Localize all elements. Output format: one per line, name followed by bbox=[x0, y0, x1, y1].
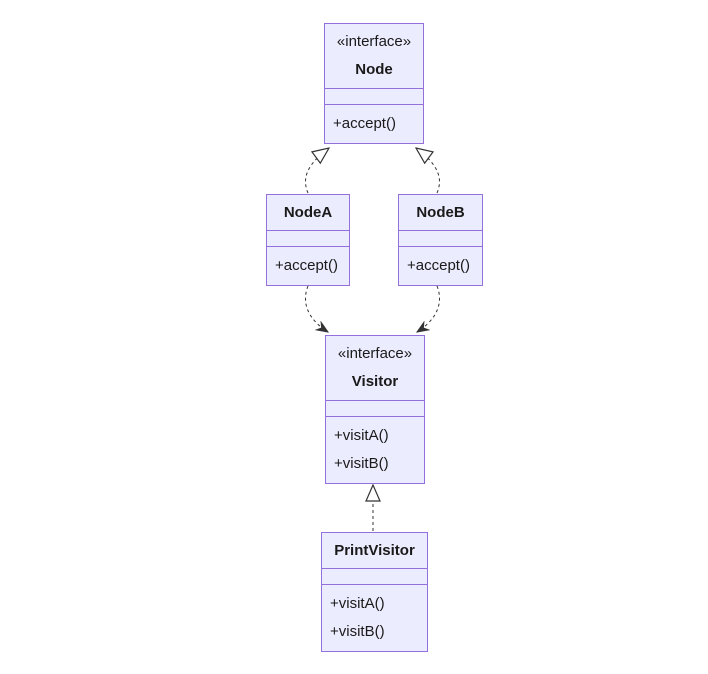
class-method: +visitA() bbox=[334, 427, 389, 444]
class-attributes bbox=[267, 230, 349, 246]
class-title: «interface» Visitor bbox=[326, 336, 424, 400]
class-title: PrintVisitor bbox=[322, 533, 427, 568]
class-name: PrintVisitor bbox=[334, 541, 415, 559]
class-methods: +accept() bbox=[399, 246, 482, 285]
class-title: NodeA bbox=[267, 195, 349, 230]
class-method: +accept() bbox=[333, 115, 396, 132]
realization-edge-nodea-node bbox=[305, 148, 329, 194]
class-title: «interface» Node bbox=[325, 24, 423, 88]
class-methods: +visitA() +visitB() bbox=[322, 584, 427, 651]
class-stereotype: «interface» bbox=[337, 345, 413, 362]
dependency-edge-nodeb-visitor bbox=[417, 285, 440, 332]
class-stereotype: «interface» bbox=[336, 33, 412, 50]
class-box-node: «interface» Node +accept() bbox=[324, 23, 424, 144]
class-name: NodeB bbox=[416, 203, 465, 221]
class-attributes bbox=[399, 230, 482, 246]
dependency-edge-nodea-visitor bbox=[305, 285, 328, 332]
class-method: +visitB() bbox=[334, 455, 389, 472]
class-method: +accept() bbox=[407, 257, 470, 274]
class-methods: +accept() bbox=[267, 246, 349, 285]
class-methods: +visitA() +visitB() bbox=[326, 416, 424, 483]
class-method: +visitB() bbox=[330, 623, 385, 640]
class-name: NodeA bbox=[283, 203, 333, 221]
class-name: Node bbox=[355, 61, 393, 78]
class-title: NodeB bbox=[399, 195, 482, 230]
class-method: +visitA() bbox=[330, 595, 385, 612]
class-box-nodea: NodeA +accept() bbox=[266, 194, 350, 286]
realization-edge-nodeb-node bbox=[416, 148, 440, 194]
class-box-visitor: «interface» Visitor +visitA() +visitB() bbox=[325, 335, 425, 484]
class-box-nodeb: NodeB +accept() bbox=[398, 194, 483, 286]
class-attributes bbox=[326, 400, 424, 416]
class-name: Visitor bbox=[351, 373, 399, 390]
class-methods: +accept() bbox=[325, 104, 423, 143]
class-attributes bbox=[322, 568, 427, 584]
class-method: +accept() bbox=[275, 257, 338, 274]
class-box-printvisitor: PrintVisitor +visitA() +visitB() bbox=[321, 532, 428, 652]
class-attributes bbox=[325, 88, 423, 104]
